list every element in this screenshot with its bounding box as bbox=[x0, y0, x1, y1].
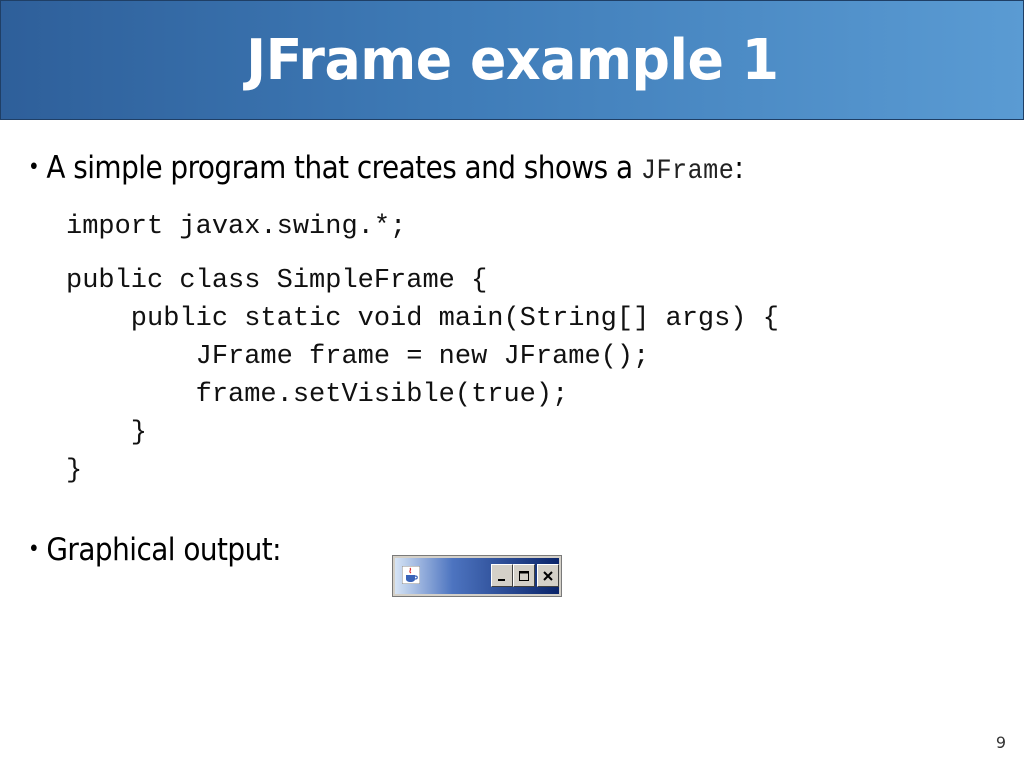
close-icon bbox=[543, 570, 553, 581]
java-coffee-cup-icon[interactable] bbox=[402, 566, 420, 584]
code-import-line: import javax.swing.*; bbox=[66, 212, 407, 242]
maximize-button[interactable] bbox=[513, 564, 535, 587]
minimize-icon bbox=[498, 578, 505, 581]
code-line: public static void main(String[] args) { bbox=[66, 304, 779, 334]
close-button[interactable] bbox=[537, 564, 559, 587]
jframe-output-window bbox=[392, 555, 562, 597]
code-line: frame.setVisible(true); bbox=[66, 380, 569, 410]
bullet-intro-code: JFrame bbox=[640, 156, 735, 187]
code-block: public class SimpleFrame { public static… bbox=[66, 262, 779, 490]
code-line: } bbox=[66, 456, 83, 486]
bullet-dot: • bbox=[28, 537, 40, 562]
slide-title-bar: JFrame example 1 bbox=[0, 0, 1024, 120]
page-number: 9 bbox=[995, 733, 1006, 752]
code-line: JFrame frame = new JFrame(); bbox=[66, 342, 650, 372]
bullet-output-text: Graphical output: bbox=[46, 532, 281, 568]
maximize-icon bbox=[519, 570, 529, 581]
minimize-button[interactable] bbox=[491, 564, 513, 587]
bullet-intro: •A simple program that creates and shows… bbox=[28, 150, 744, 187]
code-line: } bbox=[66, 418, 148, 448]
slide-title: JFrame example 1 bbox=[245, 27, 779, 93]
code-line: public class SimpleFrame { bbox=[66, 266, 488, 296]
bullet-dot: • bbox=[28, 155, 40, 180]
bullet-output: •Graphical output: bbox=[28, 532, 282, 568]
bullet-intro-text: A simple program that creates and shows … bbox=[46, 150, 641, 186]
bullet-intro-suffix: : bbox=[734, 150, 744, 186]
jframe-title-bar[interactable] bbox=[395, 558, 559, 594]
